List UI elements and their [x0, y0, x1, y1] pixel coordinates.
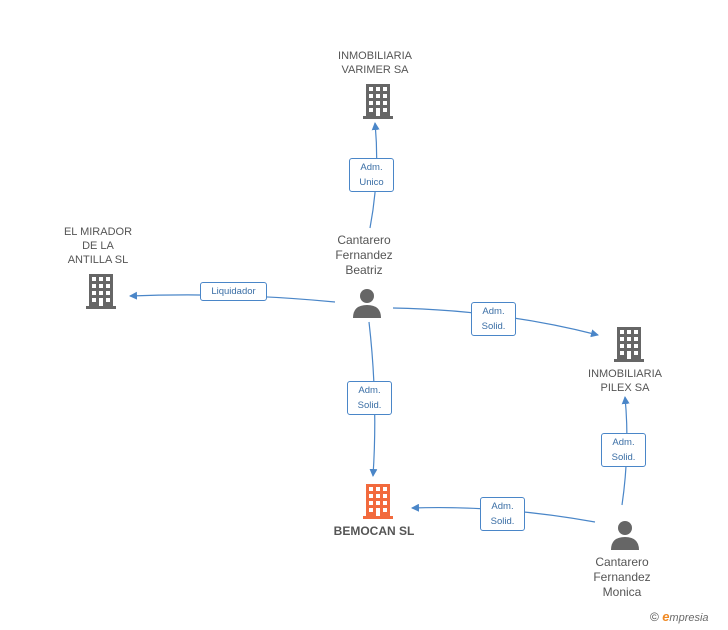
- building-focus-icon: [363, 484, 393, 519]
- building-icon: [86, 274, 116, 309]
- edge-label-beatriz-bemocan: Adm. Solid.: [347, 381, 392, 415]
- person-label-beatriz[interactable]: Cantarero Fernandez Beatriz: [335, 233, 393, 277]
- building-icon: [363, 84, 393, 119]
- person-icon: [611, 521, 639, 550]
- company-label-bemocan[interactable]: BEMOCAN SL: [333, 524, 415, 538]
- edge-label-monica-bemocan: Adm. Solid.: [480, 497, 525, 531]
- company-label-varimer[interactable]: INMOBILIARIA VARIMER SA: [338, 50, 412, 76]
- edge-label-beatriz-mirador: Liquidador: [200, 282, 267, 301]
- company-label-pilex[interactable]: INMOBILIARIA PILEX SA: [588, 368, 662, 394]
- company-label-mirador[interactable]: EL MIRADOR DE LA ANTILLA SL: [63, 226, 133, 266]
- building-icon: [614, 327, 644, 362]
- empresia-logo[interactable]: empresia: [662, 609, 709, 624]
- edge-label-beatriz-varimer: Adm. Unico: [349, 158, 394, 192]
- person-icon: [353, 289, 381, 318]
- edge-label-beatriz-pilex: Adm. Solid.: [471, 302, 516, 336]
- footer-brand: © empresia: [650, 609, 709, 624]
- copyright-icon: ©: [650, 610, 659, 624]
- person-label-monica[interactable]: Cantarero Fernandez Monica: [593, 555, 651, 599]
- edge-label-monica-pilex: Adm. Solid.: [601, 433, 646, 467]
